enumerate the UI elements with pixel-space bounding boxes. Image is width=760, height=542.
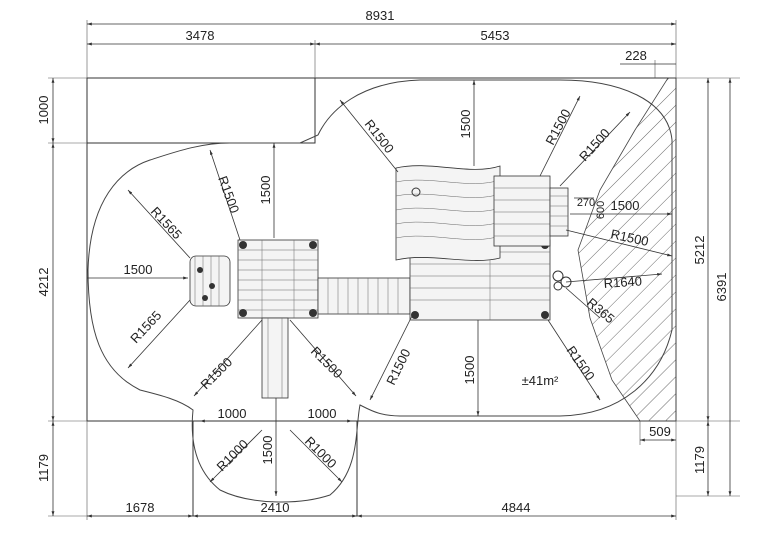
inner-dimensions: 1500 1500 1500 1500 1500 1500 1000 1000 …	[87, 80, 672, 496]
dim-left-vertical: 1000 4212 1179	[36, 77, 193, 517]
dim-right-vertical: 5212 6391 1179	[676, 77, 740, 497]
svg-text:1179: 1179	[36, 454, 51, 482]
dim-top-split: 3478 5453	[87, 28, 676, 78]
svg-text:1000: 1000	[308, 406, 337, 421]
svg-text:1500: 1500	[611, 198, 640, 213]
svg-text:600: 600	[595, 201, 607, 219]
slide	[261, 317, 289, 399]
svg-text:270: 270	[577, 197, 595, 209]
safety-zone-outline	[87, 79, 673, 503]
hatched-zone	[577, 77, 677, 422]
svg-text:1500: 1500	[462, 356, 477, 385]
svg-text:3478: 3478	[186, 28, 215, 43]
bridge	[317, 277, 411, 315]
area-label: ±41m²	[522, 373, 559, 388]
svg-text:1000: 1000	[218, 406, 247, 421]
svg-text:228: 228	[625, 48, 647, 63]
svg-text:R1500: R1500	[362, 117, 397, 156]
dim-right-small: 509	[639, 421, 676, 445]
ring-element	[552, 270, 572, 291]
dim-corner-offset: 228	[620, 48, 676, 78]
svg-text:1678: 1678	[126, 500, 155, 515]
roof	[395, 165, 501, 261]
svg-text:5212: 5212	[692, 236, 707, 265]
dim-total-width: 8931	[86, 8, 677, 78]
svg-text:R1565: R1565	[127, 308, 164, 346]
svg-text:8931: 8931	[366, 8, 395, 23]
svg-text:R1500: R1500	[215, 174, 242, 215]
svg-text:1500: 1500	[260, 436, 275, 465]
svg-text:R1500: R1500	[198, 354, 236, 392]
svg-text:4844: 4844	[502, 500, 531, 515]
svg-text:2410: 2410	[261, 500, 290, 515]
svg-text:R1500: R1500	[383, 346, 413, 387]
svg-text:R1565: R1565	[148, 204, 185, 242]
svg-text:1500: 1500	[458, 110, 473, 139]
svg-text:R1500: R1500	[564, 343, 598, 383]
svg-text:1179: 1179	[692, 446, 707, 474]
svg-text:6391: 6391	[714, 273, 729, 302]
svg-text:R1500: R1500	[308, 344, 346, 382]
svg-text:R1000: R1000	[214, 436, 252, 474]
svg-text:4212: 4212	[36, 268, 51, 297]
svg-text:509: 509	[649, 424, 671, 439]
climbing-wall	[189, 255, 231, 307]
svg-text:1500: 1500	[258, 176, 273, 205]
svg-text:5453: 5453	[481, 28, 510, 43]
tower-back	[493, 175, 569, 247]
dim-bottom: 1678 2410 4844	[86, 421, 677, 520]
svg-text:1500: 1500	[124, 262, 153, 277]
svg-text:R1500: R1500	[542, 107, 573, 148]
svg-text:R1640: R1640	[603, 273, 642, 291]
svg-text:R1500: R1500	[576, 125, 613, 164]
svg-text:R1000: R1000	[302, 434, 340, 472]
svg-text:1000: 1000	[36, 96, 51, 125]
tower-left	[237, 239, 319, 319]
